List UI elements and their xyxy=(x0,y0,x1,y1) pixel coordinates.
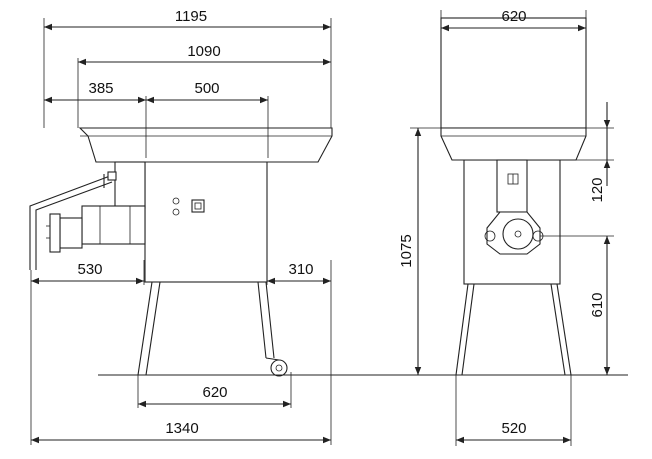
dimensions-side: 620 1075 120 610 520 xyxy=(398,8,614,446)
front-view xyxy=(29,127,333,377)
tray-box-side xyxy=(440,17,587,129)
indicator-light-icon xyxy=(172,197,180,205)
tray-front xyxy=(78,127,333,163)
dim-wheel-base: 620 xyxy=(202,384,227,401)
wheel-icon xyxy=(270,359,288,377)
dim-tray-width: 1090 xyxy=(187,43,220,60)
indicator-light-icon xyxy=(172,208,180,216)
dim-body-width: 500 xyxy=(194,80,219,97)
dim-side-tray-width: 620 xyxy=(501,8,526,25)
dim-overall-depth: 1340 xyxy=(165,420,198,437)
dim-outlet-height: 610 xyxy=(589,292,606,317)
dim-overall-top-width: 1195 xyxy=(175,8,207,25)
dim-spout-reach: 530 xyxy=(77,261,102,278)
side-view xyxy=(440,17,587,376)
dim-leg-base-width: 520 xyxy=(501,420,526,437)
switch-icon xyxy=(191,199,205,213)
dimensions-front: 1195 1090 385 500 530 310 620 1340 xyxy=(30,8,332,445)
dim-tray-to-outlet: 120 xyxy=(589,177,606,202)
machine-body-front xyxy=(144,157,268,283)
dim-offset-left: 385 xyxy=(88,80,113,97)
dim-right-reach: 310 xyxy=(288,261,313,278)
dim-height-total: 1075 xyxy=(398,234,415,267)
outlet-flange xyxy=(486,211,541,255)
